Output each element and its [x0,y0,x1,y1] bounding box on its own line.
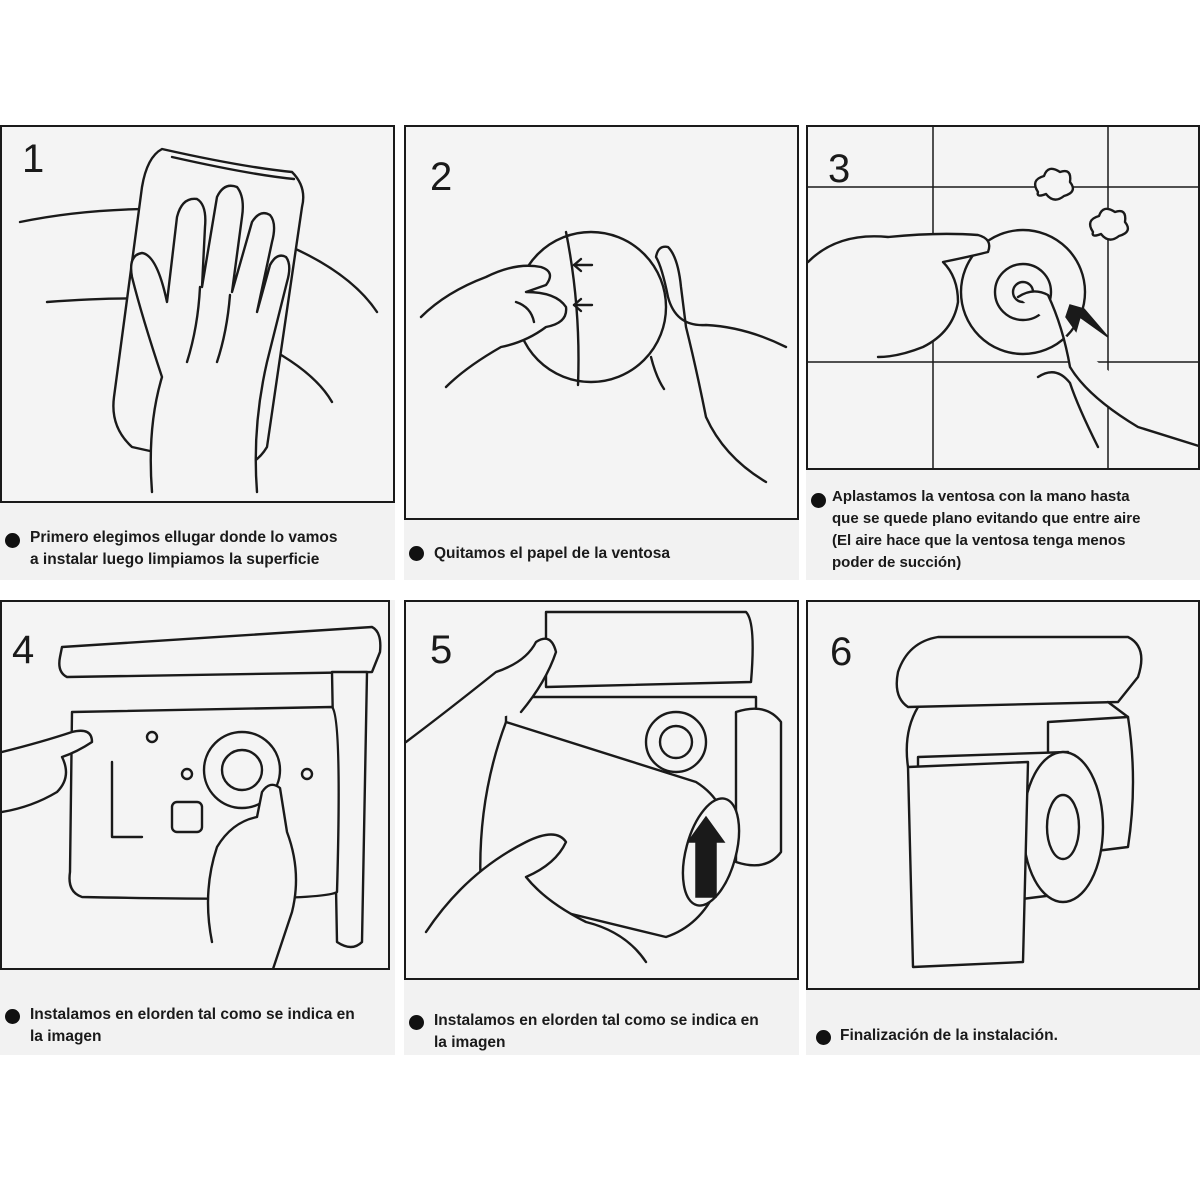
step-2-caption-line: Quitamos el papel de la ventosa [434,545,671,562]
step-2-caption: Quitamos el papel de la ventosa [434,543,670,565]
step-3-panel: 3 Aplastamos la ventosa con la mano hast… [806,125,1200,580]
step-2-illustration: 2 [404,125,799,520]
step-6-bullet [816,1030,831,1045]
step-4-illustration: 4 [0,600,390,970]
step-3-illustration: 3 [806,125,1200,470]
step-6-panel: 6 Finalización de la instalación. [806,600,1200,1055]
peel-suction-cup-icon [419,230,788,484]
step-3-caption-line: Aplastamos la ventosa con la mano hasta [832,488,1130,505]
step-3-caption-line: que se quede plano evitando que entre ai… [832,510,1141,527]
step-5-caption: Instalamos en elorden tal como se indica… [434,1010,759,1054]
step-4-panel: 4 Instalamos en elorden tal como se indi… [0,600,395,1055]
step-6-illustration: 6 [806,600,1200,990]
step-3-caption: Aplastamos la ventosa con la mano hasta … [832,486,1140,574]
step-1-caption: Primero elegimos ellugar donde lo vamos … [30,527,338,571]
step-6-caption: Finalización de la instalación. [840,1025,1058,1047]
step-6-number: 6 [830,630,853,674]
insert-roll-icon [406,610,783,964]
step-4-caption-line: la imagen [30,1028,102,1045]
step-3-bullet [811,493,826,508]
step-5-caption-line: Instalamos en elorden tal como se indica… [434,1012,759,1029]
step-5-illustration: 5 [404,600,799,980]
step-2-number: 2 [430,155,453,199]
step-4-caption: Instalamos en elorden tal como se indica… [30,1004,355,1048]
step-5-bullet [409,1015,424,1030]
step-4-bullet [5,1009,20,1024]
step-3-caption-line: (El aire hace que la ventosa tenga menos [832,532,1126,549]
step-1-illustration: 1 [0,125,395,503]
step-1-caption-line: a instalar luego limpiamos la superficie [30,551,320,568]
mount-holder-icon [2,625,382,968]
finished-holder-icon [895,635,1143,969]
step-5-number: 5 [430,628,453,672]
step-1-number: 1 [22,137,45,181]
hand-wiping-icon [18,147,379,494]
step-6-caption-line: Finalización de la instalación. [840,1027,1058,1044]
step-1-panel: 1 Primero elegimos ellugar donde lo vamo… [0,125,395,580]
step-3-number: 3 [828,147,851,191]
step-1-bullet [5,533,20,548]
step-3-caption-line: poder de succión) [832,554,962,571]
step-1-caption-line: Primero elegimos ellugar donde lo vamos [30,529,338,546]
press-suction-cup-icon [808,127,1198,468]
step-2-panel: 2 Quitamos el papel de la ventosa [404,125,799,580]
step-2-bullet [409,546,424,561]
step-5-caption-line: la imagen [434,1034,506,1051]
step-4-number: 4 [12,628,35,672]
step-4-caption-line: Instalamos en elorden tal como se indica… [30,1006,355,1023]
step-5-panel: 5 Instalamos en elorden tal como se indi… [404,600,799,1055]
